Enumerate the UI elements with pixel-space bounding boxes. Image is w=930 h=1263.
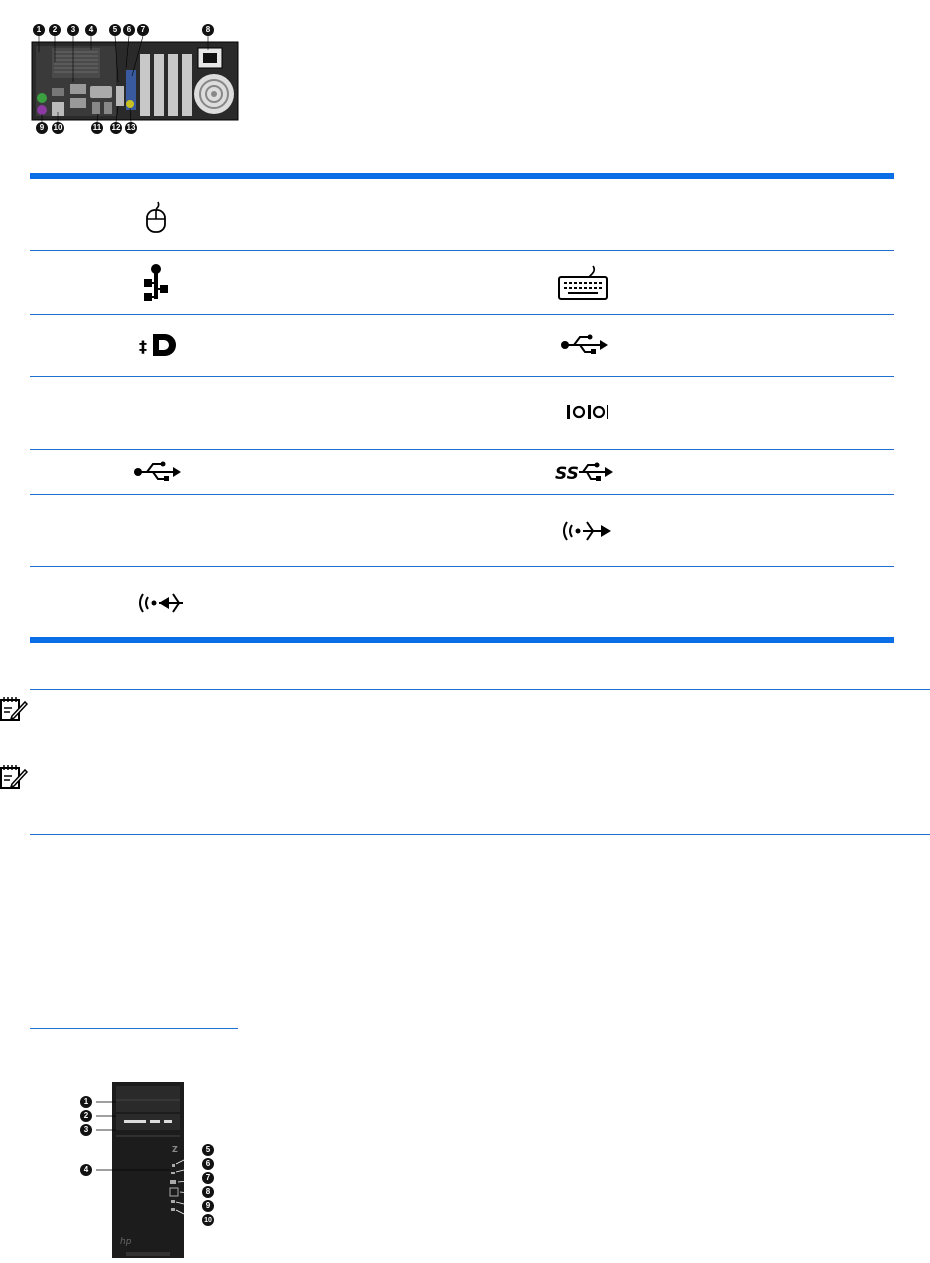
svg-text:Z: Z: [172, 1145, 178, 1154]
row-divider: [30, 314, 894, 315]
callout: 8: [202, 1186, 214, 1198]
rear-panel-figure: 1 2 3 4 5 6 7 8 9 10 11 12 13: [30, 22, 242, 136]
table-top-rule: [30, 173, 894, 179]
table-bottom-rule: [30, 637, 894, 643]
row-divider: [30, 250, 894, 251]
svg-text:SS: SS: [555, 464, 579, 484]
callout: 5: [202, 1144, 214, 1156]
row-divider: [30, 566, 894, 567]
usb-icon: [128, 457, 186, 487]
note-icon: [0, 764, 29, 790]
displayport-icon: ‡: [134, 327, 184, 363]
callout: 10: [52, 122, 64, 134]
callout: 13: [125, 122, 137, 134]
callout: 6: [123, 24, 135, 36]
callout: 4: [85, 24, 97, 36]
callout: 9: [202, 1200, 214, 1212]
callout: 12: [110, 122, 122, 134]
callout: 6: [202, 1158, 214, 1170]
callout: 2: [80, 1110, 92, 1122]
port-table: ‡: [30, 173, 894, 643]
callout: 1: [33, 24, 45, 36]
row-divider: [30, 449, 894, 450]
section-heading-rule: [30, 1028, 238, 1029]
callout: 4: [80, 1164, 92, 1176]
svg-text:‡: ‡: [139, 337, 147, 356]
callout: 10: [202, 1214, 214, 1226]
callout: 7: [137, 24, 149, 36]
mouse-icon: [136, 197, 176, 237]
note-top-rule: [30, 689, 930, 690]
audio-line-in-icon: [132, 585, 190, 621]
usb-superspeed-icon: SS: [554, 457, 614, 487]
audio-line-out-icon: [556, 513, 614, 549]
callout: 7: [202, 1172, 214, 1184]
keyboard-icon: [550, 261, 616, 305]
row-divider: [30, 494, 894, 495]
callout: 3: [67, 24, 79, 36]
callout: 8: [202, 24, 214, 36]
callout: 1: [80, 1096, 92, 1108]
note-bottom-rule: [30, 834, 930, 835]
note-icon: [0, 696, 29, 722]
callout: 5: [109, 24, 121, 36]
rear-panel-illustration: [31, 35, 239, 123]
svg-text:hp: hp: [120, 1237, 132, 1247]
callout: 11: [91, 122, 103, 134]
callout: 2: [49, 24, 61, 36]
serial-port-icon: [556, 395, 616, 429]
network-icon: [136, 261, 176, 305]
front-panel-figure: Z hp 1 2 3 4 5 6 7 8 9 10: [76, 1080, 224, 1258]
callout: 9: [36, 122, 48, 134]
usb-icon: [556, 327, 612, 363]
row-divider: [30, 376, 894, 377]
tower-illustration: Z hp: [96, 1082, 201, 1258]
callout: 3: [80, 1124, 92, 1136]
